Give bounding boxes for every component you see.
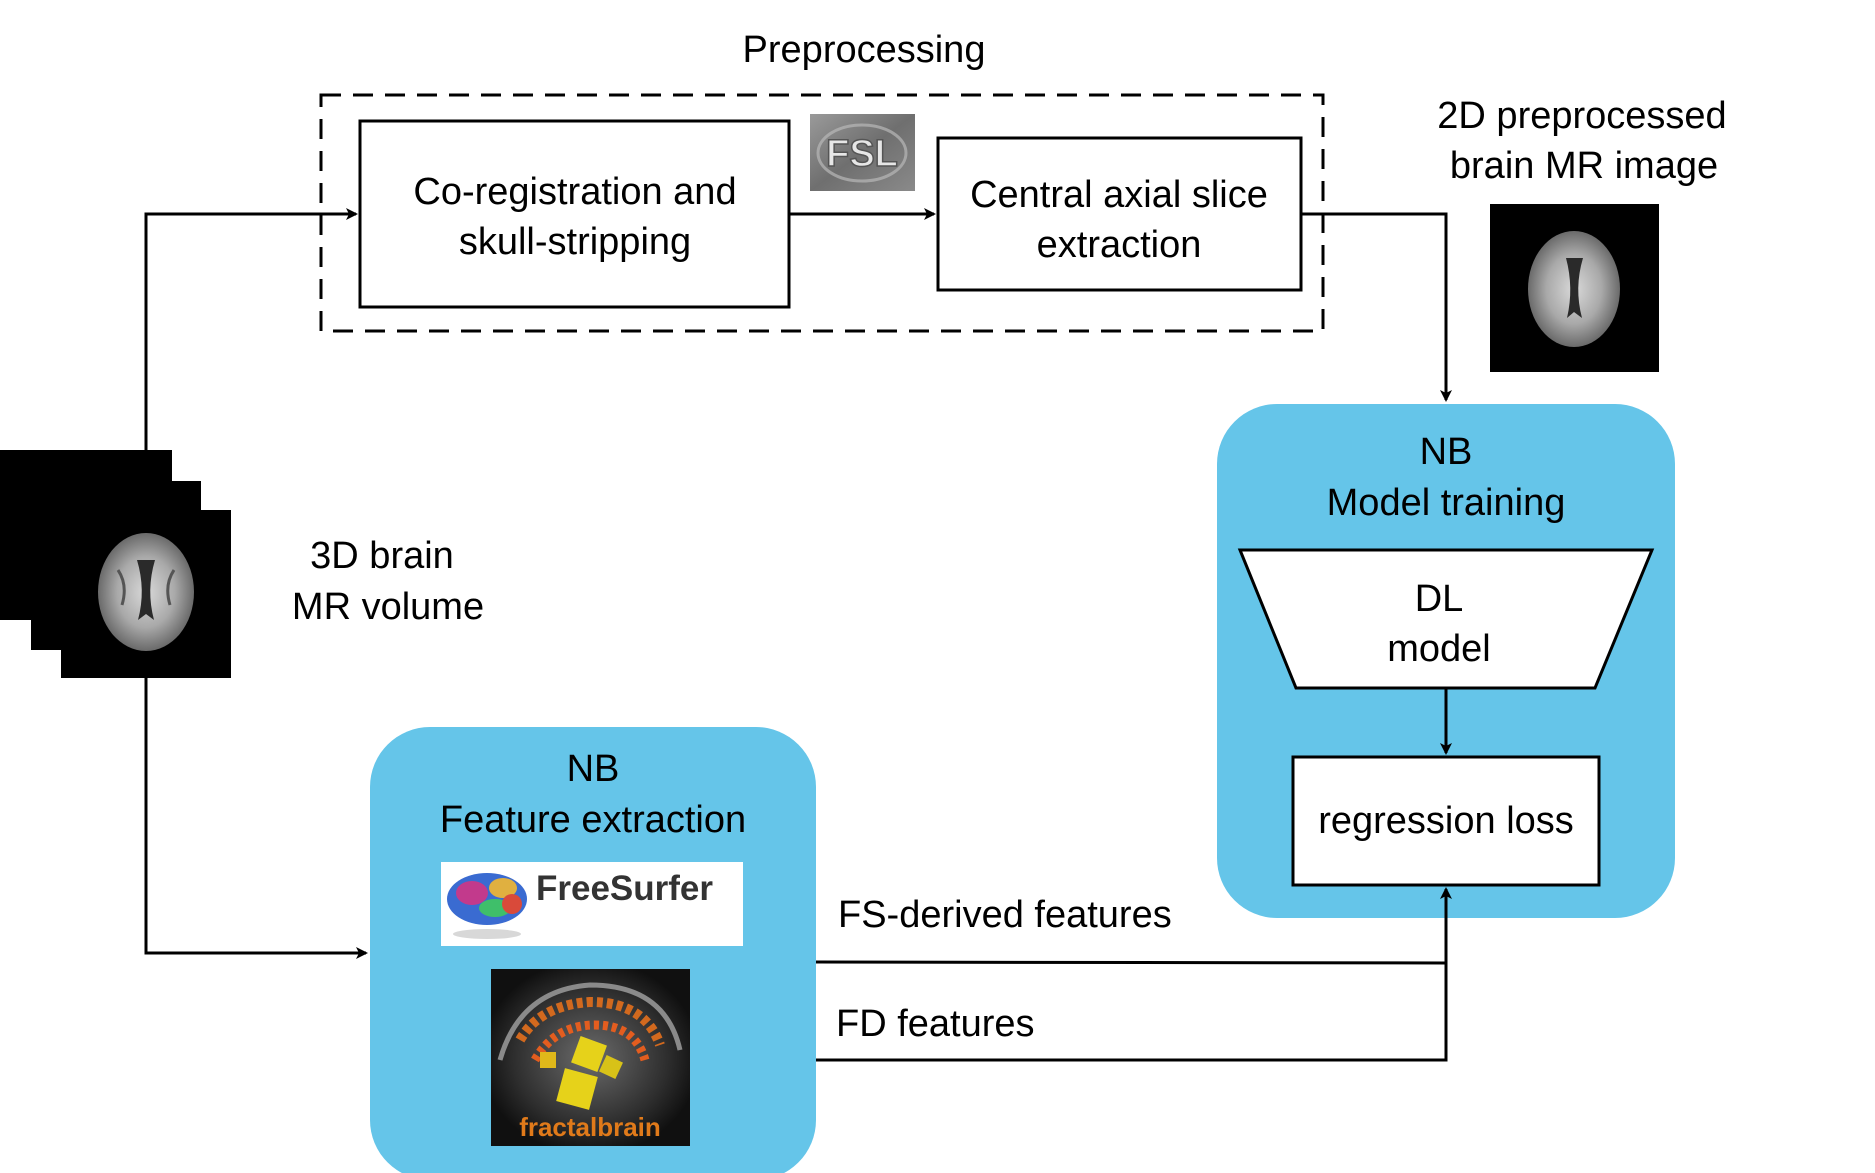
feature-extraction-block: NB Feature extraction FreeSurfer fra — [370, 727, 816, 1173]
connector-input-to-features — [144, 678, 368, 959]
input-volume-label-line1: 3D brain — [310, 535, 454, 577]
coregistration-step: Co-registration and skull-stripping — [358, 119, 791, 309]
connectors — [144, 208, 1452, 1062]
input-mr-volume-stack — [0, 450, 231, 678]
feature-extraction-title-line1: NB — [567, 748, 620, 790]
brain-slice-image — [98, 533, 194, 651]
connector-input-to-coregistration — [144, 208, 358, 450]
slice-extraction-step: Central axial slice extraction — [936, 136, 1303, 292]
fractalbrain-logo-text: fractalbrain — [519, 1112, 661, 1142]
regression-loss-label: regression loss — [1318, 800, 1574, 842]
connector-slice-to-training — [1301, 212, 1452, 402]
preprocessing-title: Preprocessing — [743, 29, 986, 71]
feature-extraction-title-line2: Feature extraction — [440, 799, 746, 841]
fsl-logo: FSL — [810, 114, 915, 191]
output-image-label-line2: brain MR image — [1450, 145, 1718, 187]
freesurfer-brain-icon — [447, 873, 527, 939]
input-volume-label-line2: MR volume — [292, 586, 484, 628]
fd-features-label: FD features — [836, 1003, 1035, 1045]
connector-fd-features-to-loss — [816, 963, 1448, 1062]
coregistration-step-line1: Co-registration and — [413, 171, 736, 213]
dl-model-line1: DL — [1415, 578, 1464, 620]
dl-model-trapezoid: DL model — [1237, 548, 1655, 690]
model-training-title-line2: Model training — [1327, 482, 1566, 524]
model-training-title-line1: NB — [1420, 431, 1473, 473]
freesurfer-logo: FreeSurfer — [441, 862, 743, 946]
freesurfer-logo-text: FreeSurfer — [536, 869, 713, 908]
regression-loss-box: regression loss — [1291, 755, 1601, 887]
coregistration-step-line2: skull-stripping — [459, 221, 691, 263]
dl-model-line2: model — [1387, 628, 1491, 670]
output-image-label-line1: 2D preprocessed — [1437, 95, 1726, 137]
slice-extraction-step-line1: Central axial slice — [970, 174, 1268, 216]
slice-extraction-step-line2: extraction — [1037, 224, 1202, 266]
fs-features-label: FS-derived features — [838, 894, 1172, 936]
model-training-block: NB Model training DL model regression lo… — [1217, 404, 1675, 918]
fsl-logo-text: FSL — [826, 133, 898, 175]
fractalbrain-logo: fractalbrain — [491, 969, 690, 1146]
preprocessed-slice-image — [1490, 204, 1659, 372]
